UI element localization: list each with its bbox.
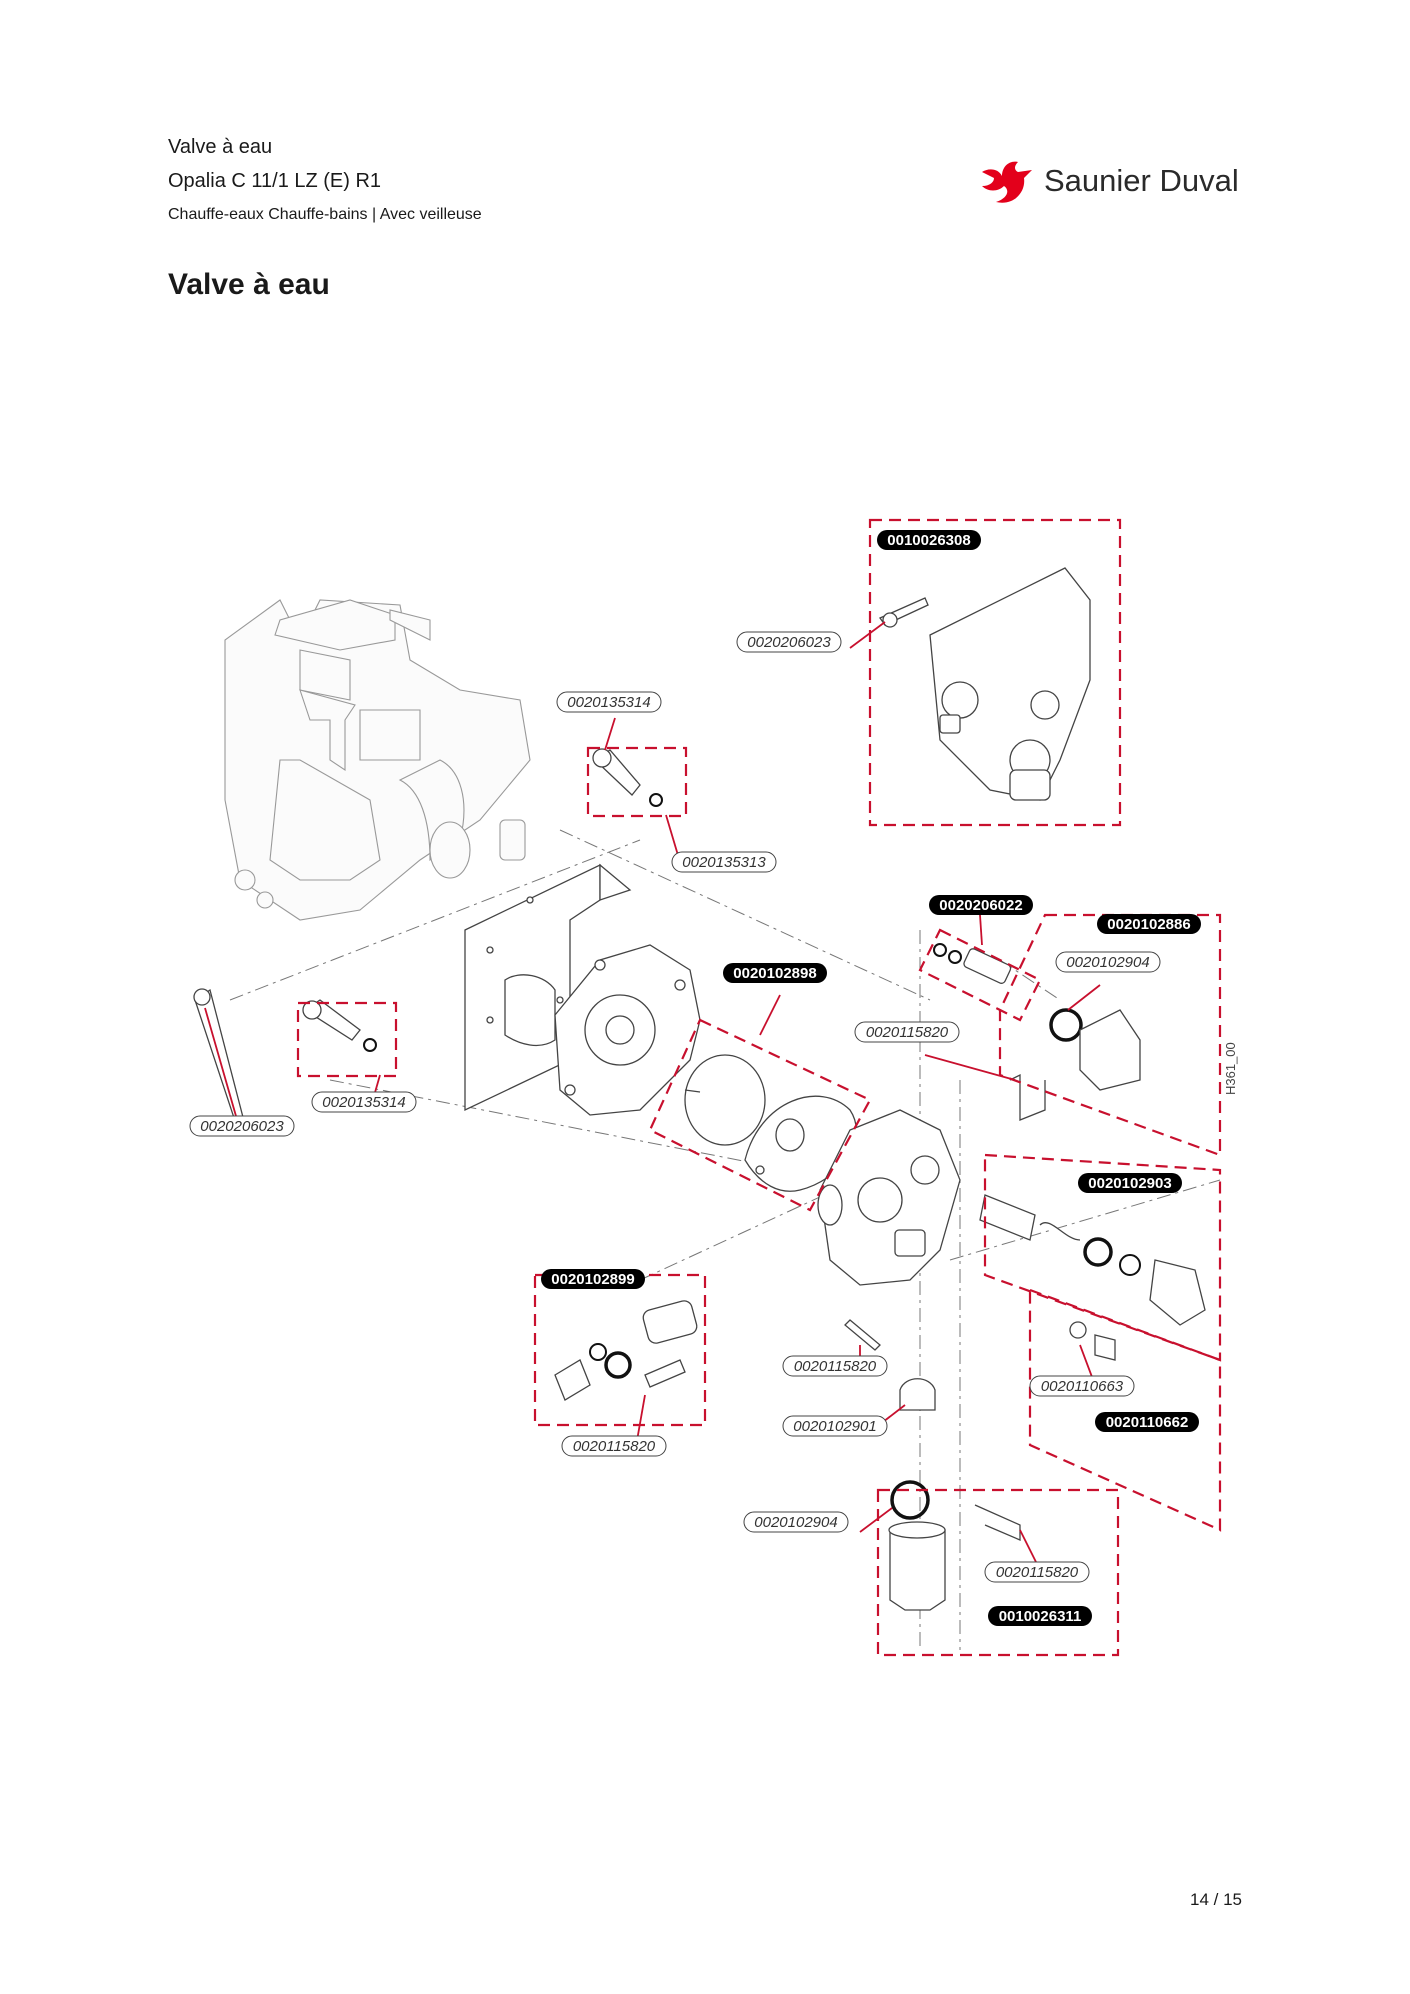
group-box-0020102898 xyxy=(648,1018,872,1212)
document-title: Valve à eau xyxy=(168,136,273,158)
bottom-fittings xyxy=(888,1378,1021,1611)
product-model: Opalia C 11/1 LZ (E) R1 xyxy=(168,170,382,192)
part-label: 0020135314 xyxy=(567,694,650,711)
part-label: 0020115820 xyxy=(996,1564,1079,1581)
group-box-0010026311 xyxy=(876,1488,1120,1657)
group-box-0020110662 xyxy=(1028,1288,1222,1532)
group-label: 0020102903 xyxy=(1088,1175,1171,1192)
part-label: 0020115820 xyxy=(573,1438,656,1455)
group-box-screw-1 xyxy=(586,746,688,818)
main-valve-body-left xyxy=(224,599,531,921)
group-label: 0020102899 xyxy=(551,1271,634,1288)
group-label: 0010026311 xyxy=(999,1608,1082,1625)
group-label: 0010026308 xyxy=(887,532,970,549)
group-box-0020102886 xyxy=(998,913,1222,1157)
page-number: 14 / 15 xyxy=(1190,1890,1242,1909)
page-heading: Valve à eau xyxy=(168,268,330,301)
brand-name: Saunier Duval xyxy=(1044,163,1239,198)
group-box-0020102899 xyxy=(533,1273,707,1427)
diaphragm-cover xyxy=(554,944,701,1116)
group-label: 0020102886 xyxy=(1107,916,1190,933)
part-label: 0020115820 xyxy=(866,1024,949,1041)
part-label: 0020110663 xyxy=(1041,1378,1124,1395)
product-category: Chauffe-eaux Chauffe-bains | Avec veille… xyxy=(168,206,482,223)
group-box-screw-2 xyxy=(296,1001,398,1078)
part-label: 0020135313 xyxy=(682,854,766,871)
group-box-0020102903 xyxy=(983,1153,1222,1362)
seal-kit-parts xyxy=(933,943,1206,1361)
part-label: 0020206023 xyxy=(747,634,831,651)
part-labels: 0020206023 0020135314 0020135313 0020102… xyxy=(189,631,1161,1583)
group-box-0010026308 xyxy=(868,518,1122,827)
part-label: 0020102904 xyxy=(754,1514,837,1531)
brand-logo xyxy=(982,161,1032,203)
group-box-0020206022 xyxy=(918,928,1042,1022)
group-label: 0020110662 xyxy=(1106,1414,1189,1431)
part-label: 0020115820 xyxy=(794,1358,877,1375)
drawing-reference: H361_00 xyxy=(1223,1042,1238,1095)
bird-icon xyxy=(982,161,1032,203)
group-label: 0020102898 xyxy=(733,965,816,982)
part-label: 0020135314 xyxy=(322,1094,405,1111)
part-label: 0020102901 xyxy=(793,1418,876,1435)
lower-left-kit-parts xyxy=(554,1300,881,1401)
water-valve-core xyxy=(817,1109,961,1286)
top-right-valve-assembly xyxy=(929,567,1091,801)
group-label: 0020206022 xyxy=(939,897,1022,914)
group-labels: 0010026308 0020206022 0020102886 0020102… xyxy=(541,530,1201,1626)
part-label: 0020206023 xyxy=(200,1118,284,1135)
membrane-parts xyxy=(684,1054,857,1192)
part-label: 0020102904 xyxy=(1066,954,1149,971)
